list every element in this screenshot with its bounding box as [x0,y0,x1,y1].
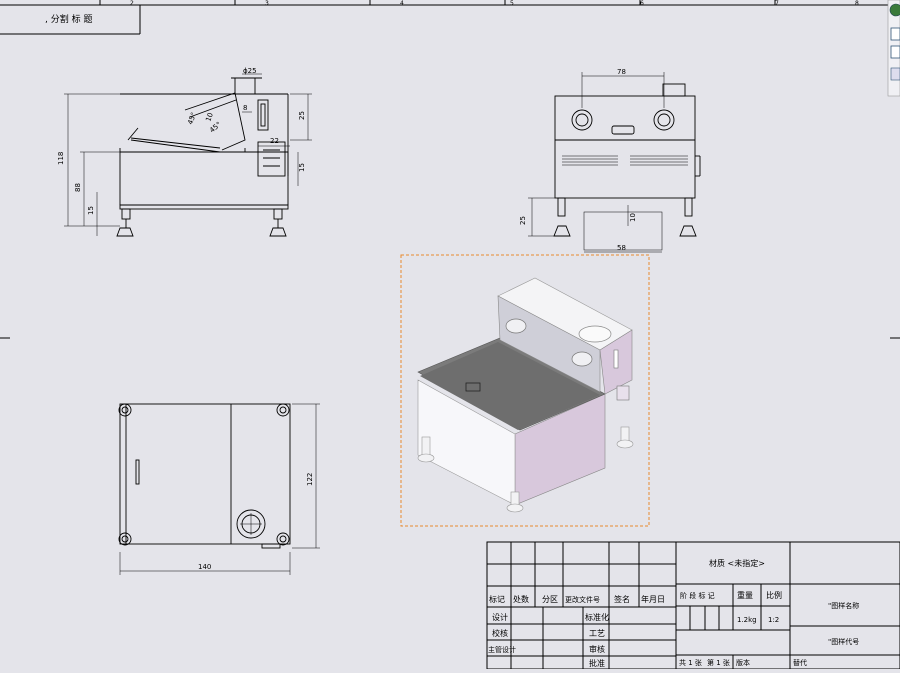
ruler-number-3: 3 [265,0,269,7]
document-icon[interactable] [890,27,900,41]
tb-mid-approve: 批准 [589,658,605,668]
tb-row-check: 校核 [492,628,508,638]
dim-side-10: 10 [204,112,215,123]
top-view [118,403,320,575]
corner-label: , 分割 标 题 [45,13,92,25]
ruler-number-8: 8 [855,0,859,7]
dim-58: 58 [617,244,626,252]
tb-header-change-doc: 更改文件号 [565,595,600,604]
ruler-number-4: 4 [400,0,404,7]
task-pane-tab[interactable] [887,0,900,97]
tb-weight-value: 1.2kg [737,616,757,624]
tb-mid-process: 工艺 [589,629,605,638]
tb-weight-label: 重量 [737,590,753,600]
dim-22: 22 [270,137,279,145]
tb-row-design: 设计 [492,612,508,622]
ruler-number-6: 6 [640,0,644,7]
tb-sheet-number: 第 1 张 [707,658,730,667]
dim-25: 25 [298,111,306,120]
dim-angle-1: 45° [186,111,198,125]
tb-sheet-count: 共 1 张 [679,658,702,667]
tb-material: 材质 <未指定> [709,558,765,568]
dim-118: 118 [57,152,65,165]
tb-mid-standard: 标准化 [585,612,609,622]
dim-88: 88 [74,183,82,192]
tb-version: 版本 [736,658,750,667]
tb-scale-label: 比例 [766,590,782,600]
tb-header-count: 处数 [513,594,529,604]
ruler-number-5: 5 [510,0,514,7]
tb-row-chief: 主管设计 [488,645,516,654]
side-view [64,73,312,237]
isometric-view [400,254,650,527]
palette-icon[interactable] [890,67,900,81]
dim-122: 122 [306,473,314,486]
tb-scale-value: 1:2 [768,616,779,624]
dim-front-25: 25 [519,216,527,225]
tb-header-sign: 签名 [614,594,630,604]
dim-78: 78 [617,68,626,76]
dim-side-8: 8 [243,104,247,112]
dim-140: 140 [198,563,211,571]
dim-front-10: 10 [629,213,637,222]
top-ruler: 2 3 4 5 6 7 8 [99,0,859,7]
title-block [486,541,900,670]
ruler-number-2: 2 [130,0,134,7]
tb-drawing-name: "图样名称 [828,601,859,610]
tb-drawing-number: "图样代号 [828,637,859,646]
tb-header-mark: 标记 [489,594,505,604]
dim-diameter: ϕ25 [243,67,257,75]
tb-stage-label: 阶 段 标 记 [680,591,715,600]
tb-replace: 替代 [793,658,807,667]
dim-15: 15 [298,163,306,172]
tb-mid-review: 审核 [589,644,605,654]
folder-icon[interactable] [890,45,900,59]
tb-header-date: 年月日 [641,594,665,604]
tb-header-zone: 分区 [542,595,558,604]
front-view [528,72,701,253]
ruler-number-7: 7 [775,0,779,7]
dim-15b: 15 [87,206,95,215]
globe-icon[interactable] [889,3,900,17]
